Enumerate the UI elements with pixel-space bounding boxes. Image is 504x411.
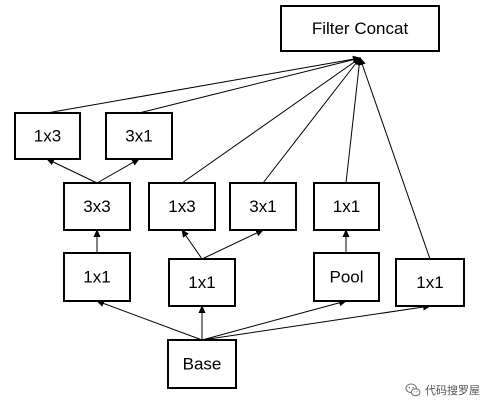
edge-base-to-b1-1x1 — [96, 300, 203, 341]
svg-text:Base: Base — [183, 355, 222, 374]
edge-base-to-b4-1x1 — [201, 303, 431, 341]
base-node: Base — [167, 339, 237, 389]
edge-b2-1x1-to-b2-3x1 — [201, 229, 264, 260]
branch1-1x3-node: 1x3 — [14, 112, 81, 160]
edges-layer — [46, 55, 431, 341]
edge-b2-1x3-to-filter-concat — [181, 57, 361, 184]
watermark: 代码搜罗屋 — [405, 381, 480, 399]
branch2-1x1-node: 1x1 — [168, 258, 236, 307]
branch3-1x1-node: 1x1 — [313, 182, 380, 231]
svg-text:1x1: 1x1 — [83, 268, 110, 287]
svg-text:3x1: 3x1 — [125, 127, 152, 146]
branch2-1x3-node: 1x3 — [148, 182, 216, 231]
svg-text:3x1: 3x1 — [249, 197, 276, 216]
watermark-text: 代码搜罗屋 — [425, 384, 480, 397]
edge-b1-3x3-to-b1-3x1 — [96, 158, 140, 184]
edge-b1-3x3-to-b1-1x3 — [46, 158, 98, 184]
edge-b1-1x3-to-filter-concat — [46, 55, 361, 114]
svg-text:Pool: Pool — [329, 268, 363, 287]
svg-text:1x1: 1x1 — [188, 273, 215, 292]
svg-text:Filter Concat: Filter Concat — [312, 19, 409, 38]
edge-b2-3x1-to-filter-concat — [262, 57, 361, 184]
svg-text:1x1: 1x1 — [416, 273, 443, 292]
wechat-icon — [405, 383, 421, 397]
branch3-pool-node: Pool — [313, 252, 380, 302]
branch2-3x1-node: 3x1 — [229, 182, 297, 231]
svg-text:3x3: 3x3 — [83, 197, 110, 216]
filter-concat-node: Filter Concat — [280, 5, 440, 52]
edge-b4-1x1-to-filter-concat — [358, 57, 431, 260]
svg-text:1x1: 1x1 — [333, 197, 360, 216]
branch4-1x1-node: 1x1 — [395, 258, 465, 307]
edge-b3-1x1-to-filter-concat — [345, 57, 363, 184]
branch1-1x1-node: 1x1 — [63, 252, 131, 302]
branch1-3x1-node: 3x1 — [105, 112, 173, 160]
edge-b1-3x1-to-filter-concat — [138, 56, 361, 114]
svg-text:1x3: 1x3 — [34, 127, 61, 146]
branch1-3x3-node: 3x3 — [63, 182, 131, 231]
edge-b2-1x1-to-b2-1x3 — [181, 229, 203, 260]
svg-text:1x3: 1x3 — [168, 197, 195, 216]
edge-base-to-b3-pool — [201, 299, 347, 341]
